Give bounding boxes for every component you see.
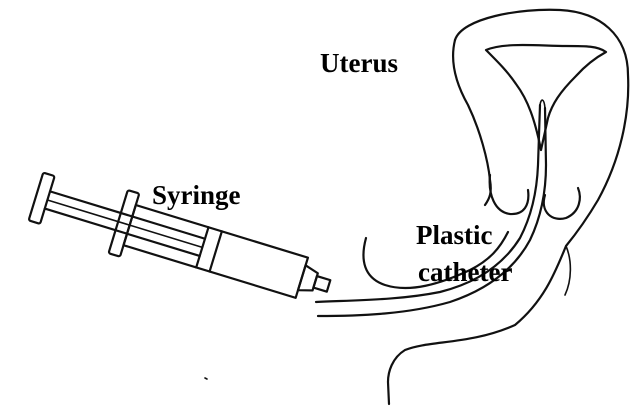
plastic-label: Plastic (416, 222, 492, 249)
cervix-left-lobe (490, 175, 529, 214)
uterus-left-contour (453, 40, 491, 205)
syringe-label: Syringe (152, 182, 241, 209)
posterior-wall (565, 246, 570, 295)
stray-mark (205, 378, 207, 379)
uterus-drawing (363, 10, 628, 404)
syringe-nozzle (313, 276, 330, 292)
catheter-label: catheter (418, 259, 512, 286)
plunger-cap (29, 173, 55, 224)
stopper-left (196, 227, 208, 267)
stopper-right (210, 231, 222, 271)
uterus-label: Uterus (320, 50, 398, 77)
uterus-outer-contour (388, 10, 628, 404)
cervix-right-lobe (544, 188, 580, 219)
